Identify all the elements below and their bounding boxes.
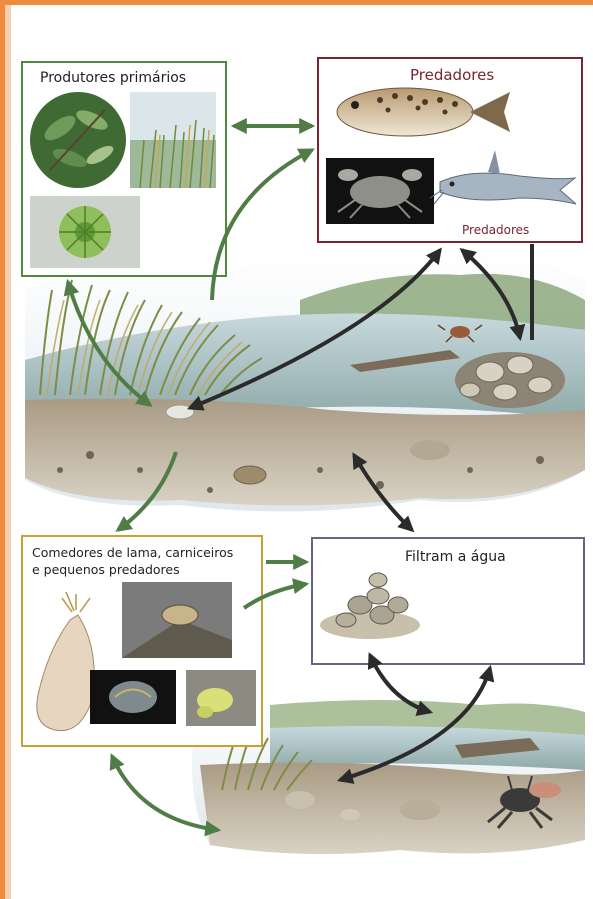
filter-feeders-panel: Filtram a água xyxy=(312,538,584,664)
predators-panel: Predadores Predadores xyxy=(318,58,582,242)
mangrove-leaves-photo xyxy=(30,92,126,188)
marsh-grass-photo xyxy=(130,92,216,188)
scavengers-panel: Comedores de lama, carniceiros e pequeno… xyxy=(22,536,262,746)
predators-sub-label: Predadores xyxy=(462,223,529,237)
diatom-algae-photo xyxy=(30,196,140,268)
snail-on-rock-photo xyxy=(122,582,232,658)
filter-title: Filtram a água xyxy=(405,549,506,565)
predators-title: Predadores xyxy=(410,66,494,84)
producers-panel: Produtores primários xyxy=(22,62,226,276)
snail-shell-photo xyxy=(90,670,176,724)
scavengers-title-line1: Comedores de lama, carniceiros xyxy=(32,545,233,560)
blue-crab-photo xyxy=(326,158,434,224)
small-shrimp-photo xyxy=(186,670,256,726)
scavengers-title-line2: e pequenos predadores xyxy=(32,562,180,577)
producers-title: Produtores primários xyxy=(40,70,186,86)
